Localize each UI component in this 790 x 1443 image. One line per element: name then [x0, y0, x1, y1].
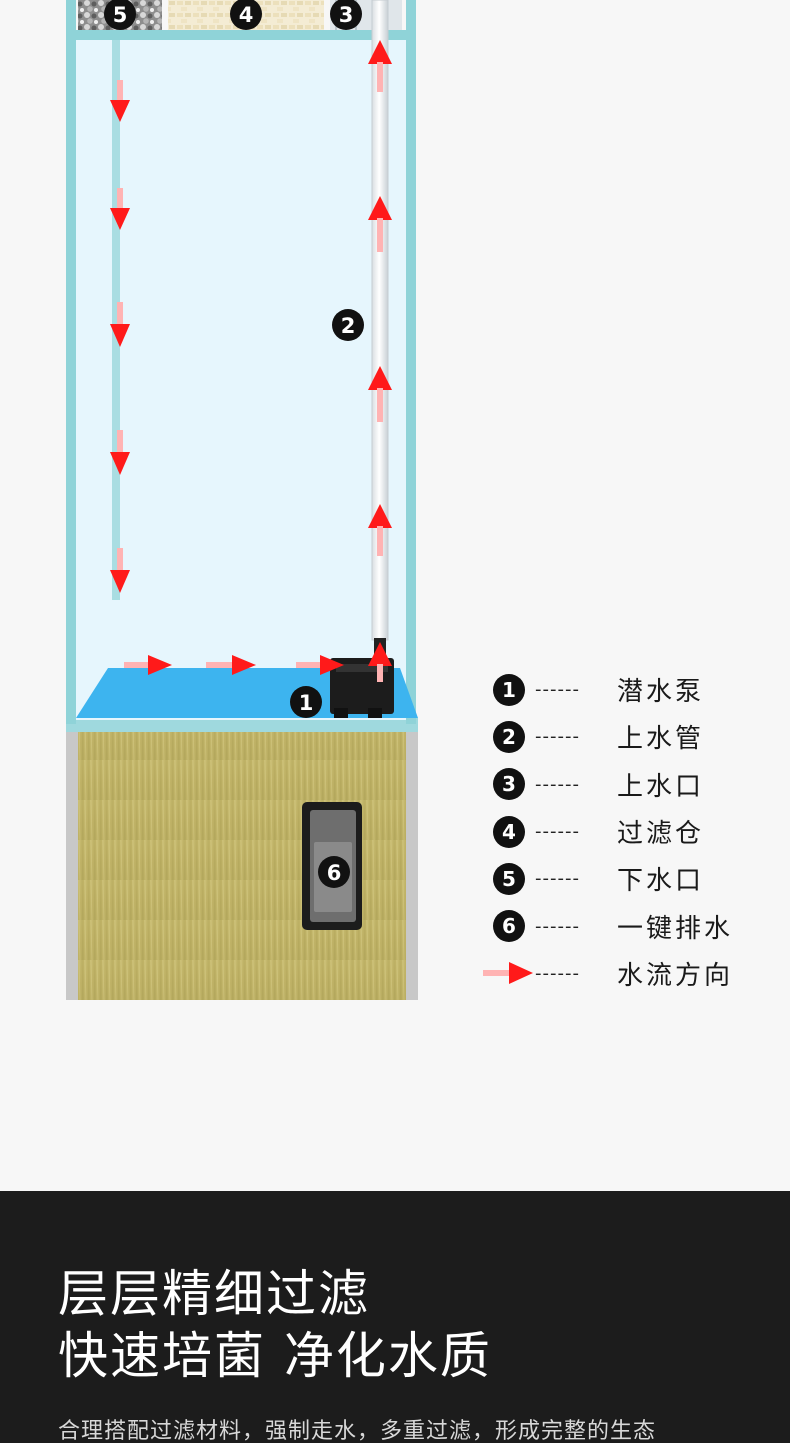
- headline-secondary: 快速培菌 净化水质: [58, 1327, 492, 1385]
- headline-primary: 层层精细过滤: [58, 1265, 370, 1323]
- submersible-pump: [330, 658, 394, 718]
- legend-badge: 1: [493, 673, 525, 706]
- tank-water: [74, 40, 410, 720]
- legend-badge: 3: [493, 768, 525, 801]
- legend-item-flow: ------ 水流方向: [483, 950, 783, 997]
- info-panel: 层层精细过滤 快速培菌 净化水质 合理搭配过滤材料，强制走水，多重过滤，形成完整…: [0, 1191, 790, 1443]
- flow-arrow-down-3: [110, 302, 130, 347]
- legend-label-outlet: 下水口: [617, 866, 705, 897]
- legend-item: 6 ------ 一键排水: [493, 902, 783, 949]
- badge-drain: 6: [318, 856, 350, 888]
- legend-item: 4 ------ 过滤仓: [493, 808, 783, 855]
- legend-label-flow: 水流方向: [617, 960, 734, 991]
- frame-left-post: [66, 0, 76, 724]
- legend-badge: 5: [493, 862, 525, 895]
- legend-dash: ------: [535, 773, 580, 795]
- svg-text:6: 6: [327, 861, 342, 885]
- badge-pump: 1: [290, 686, 322, 718]
- legend-badge: 4: [493, 815, 525, 848]
- flow-arrow-up-5: [368, 642, 392, 682]
- flow-arrow-up-3: [368, 366, 392, 422]
- legend-item: 2 ------ 上水管: [493, 713, 783, 760]
- legend-label-pump: 潜水泵: [617, 677, 705, 708]
- badge-filter: 4: [230, 0, 262, 30]
- flow-arrow-right-3: [296, 655, 344, 675]
- flow-arrow-up-2: [368, 196, 392, 252]
- flow-arrow-up-4: [368, 504, 392, 556]
- legend-item: 5 ------ 下水口: [493, 855, 783, 902]
- badge-outlet: 5: [104, 0, 136, 30]
- legend-dash: ------: [535, 821, 580, 843]
- description-text: 合理搭配过滤材料，强制走水，多重过滤，形成完整的生态: [58, 1419, 657, 1443]
- flow-arrow-down-5: [110, 548, 130, 593]
- flow-arrow-right-2: [206, 655, 256, 675]
- svg-text:3: 3: [339, 3, 354, 27]
- badge-pipe: 2: [332, 309, 364, 341]
- flow-arrow-up-1: [368, 40, 392, 92]
- cabinet-top-edge: [66, 718, 418, 732]
- legend-dash: ------: [535, 915, 580, 937]
- frame-top-bar: [66, 30, 416, 40]
- legend: 1 ------ 潜水泵 2 ------ 上水管 3 ------ 上水口 4…: [483, 666, 783, 997]
- flow-arrow-down-2: [110, 188, 130, 230]
- svg-text:2: 2: [341, 314, 356, 338]
- legend-dash: ------: [535, 962, 580, 984]
- flow-arrows: [110, 40, 392, 682]
- legend-item: 1 ------ 潜水泵: [493, 666, 783, 713]
- flow-arrow-down-1: [110, 80, 130, 122]
- aquarium-diagram: 1 2 3 4 5 6: [66, 0, 418, 1000]
- legend-label-drain: 一键排水: [617, 913, 734, 944]
- legend-dash: ------: [535, 679, 580, 701]
- svg-text:4: 4: [239, 3, 254, 27]
- flow-arrow-right-1: [124, 655, 172, 675]
- legend-label-inlet: 上水口: [617, 771, 705, 802]
- legend-dash: ------: [535, 868, 580, 890]
- legend-label-pipe: 上水管: [617, 724, 705, 755]
- frame-right-post: [406, 0, 416, 724]
- legend-label-filter: 过滤仓: [617, 819, 705, 850]
- inner-divider: [112, 40, 120, 600]
- svg-text:5: 5: [113, 3, 128, 27]
- legend-badge: 2: [493, 720, 525, 753]
- flow-arrow-icon: [483, 962, 533, 985]
- svg-text:1: 1: [299, 691, 314, 715]
- legend-dash: ------: [535, 726, 580, 748]
- badge-inlet: 3: [330, 0, 362, 30]
- flow-arrow-down-4: [110, 430, 130, 475]
- legend-item: 3 ------ 上水口: [493, 761, 783, 808]
- legend-badge: 6: [493, 910, 525, 943]
